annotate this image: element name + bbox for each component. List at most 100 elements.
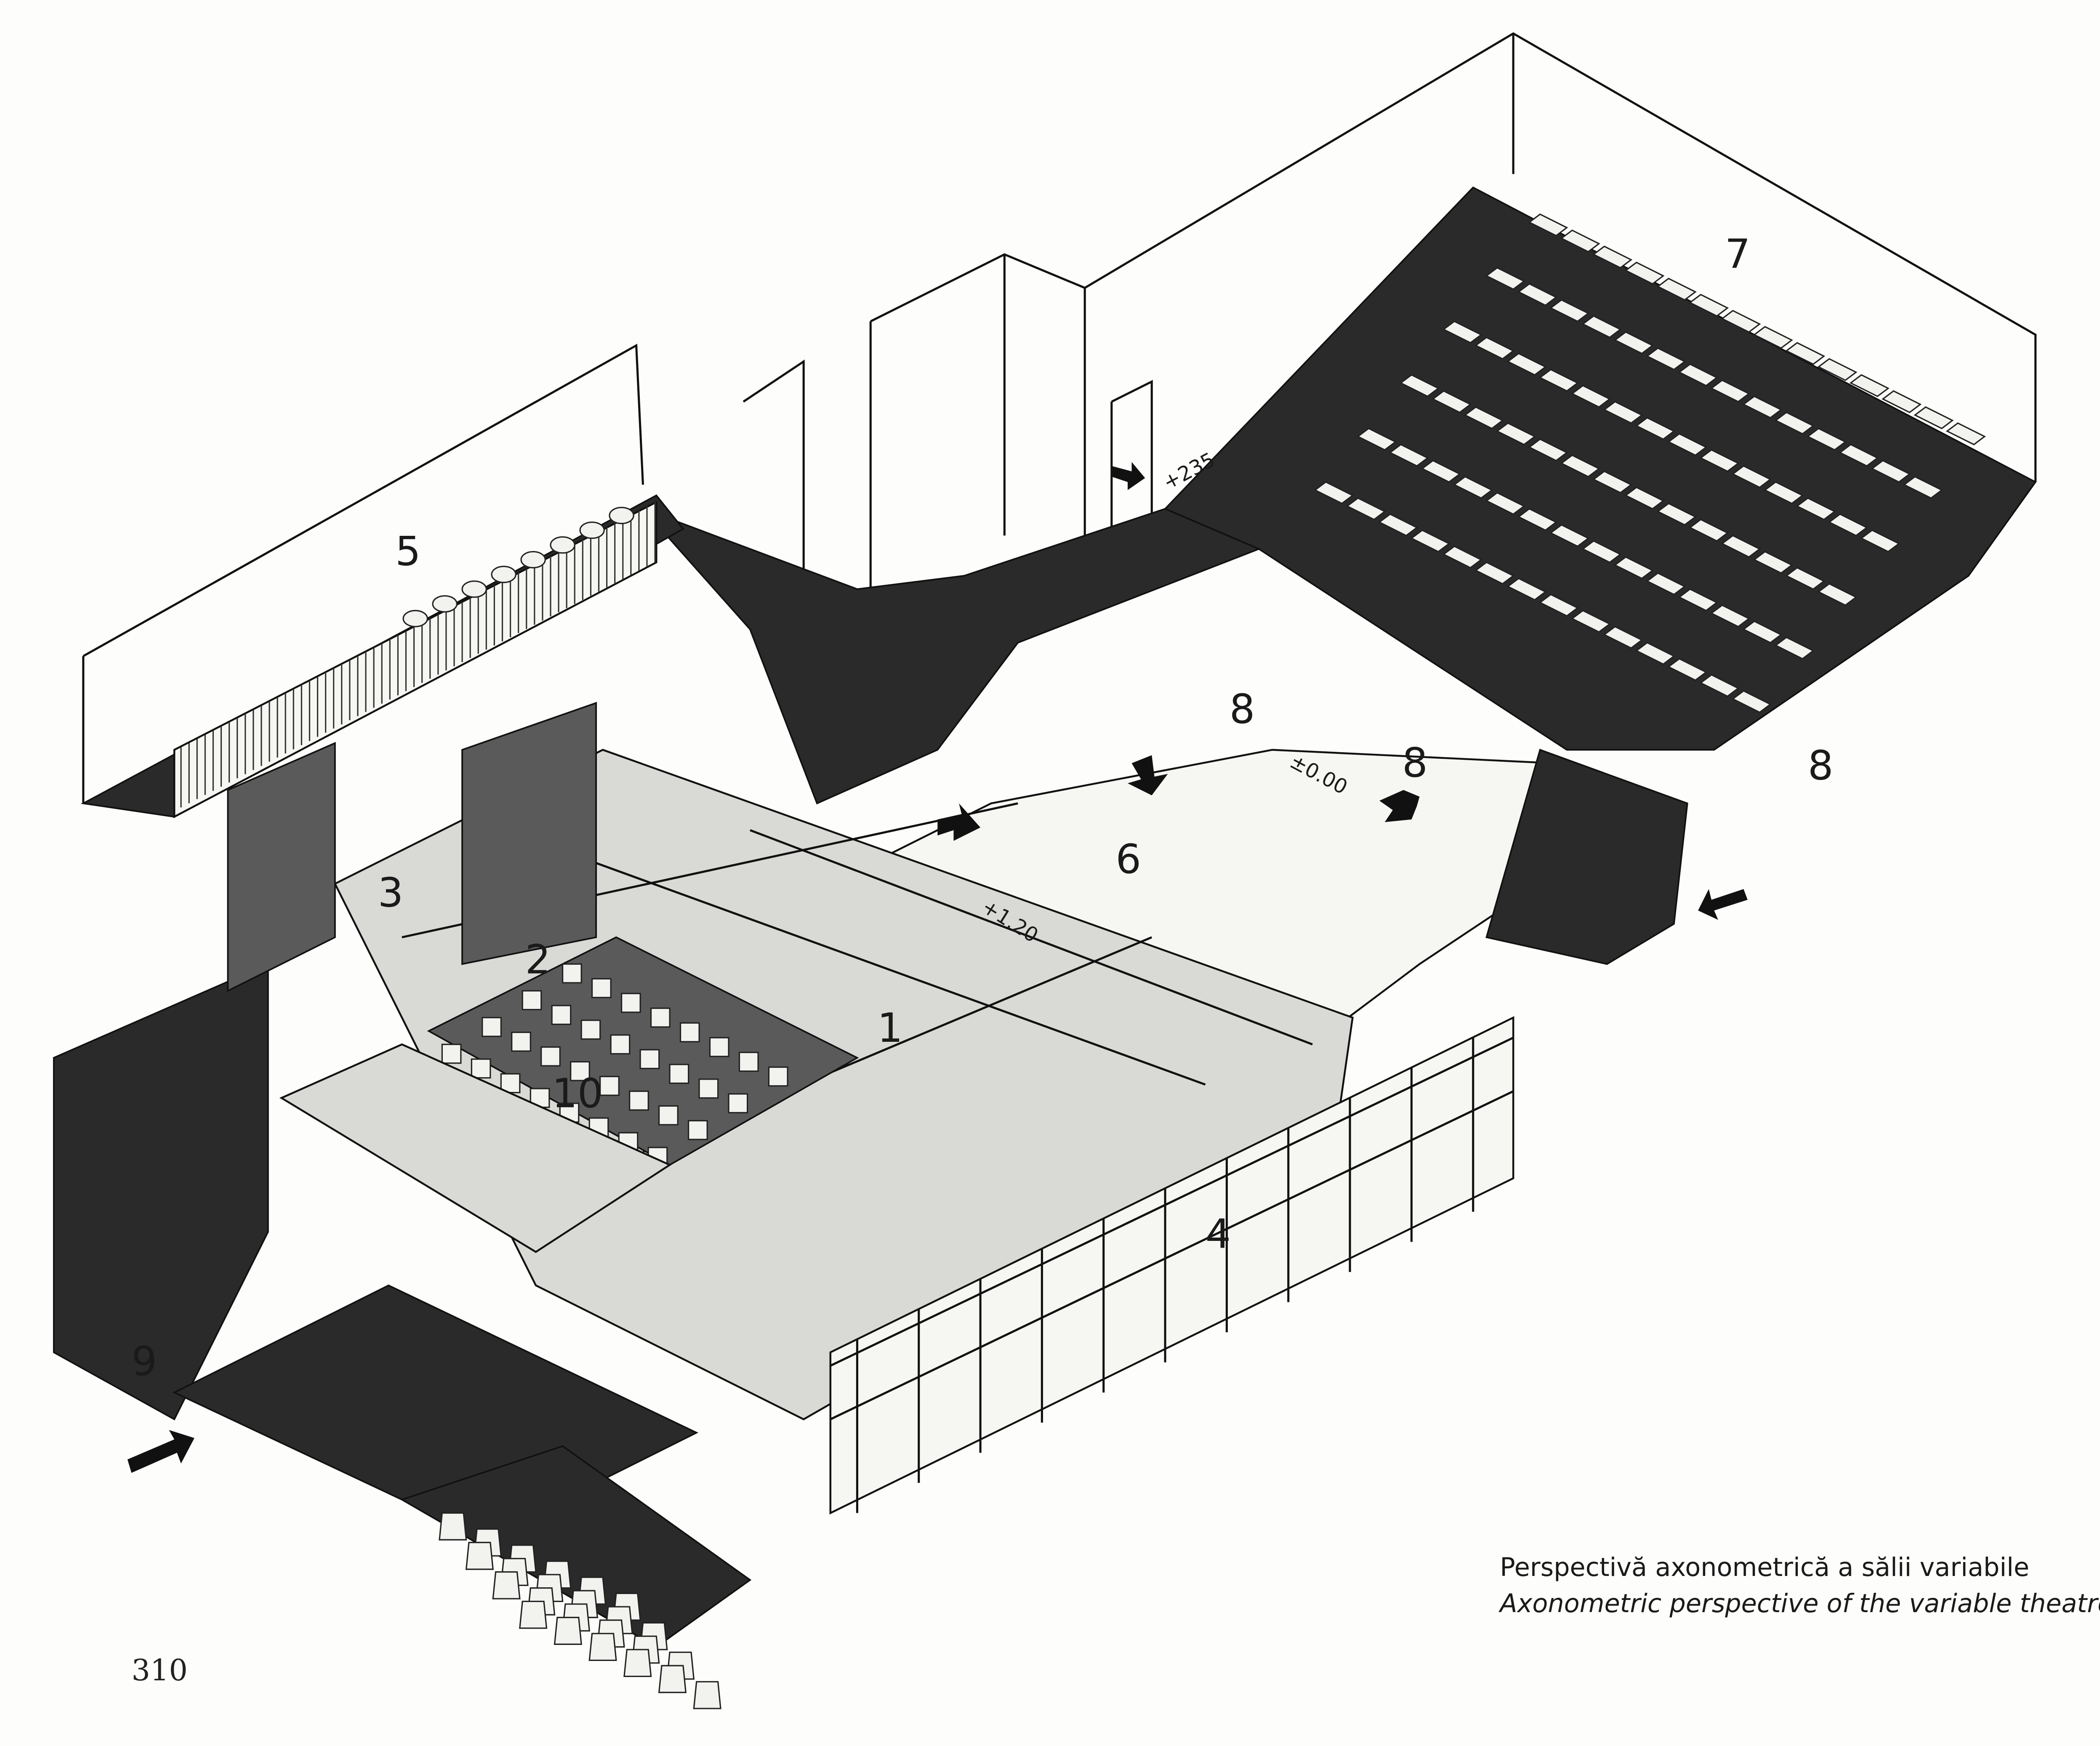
upper-tiered-seating-7	[1163, 186, 2037, 751]
seat	[768, 1066, 788, 1087]
seat	[1496, 422, 1536, 445]
seat	[1517, 508, 1557, 531]
lower-entrance-9	[53, 963, 752, 1709]
seat	[1378, 513, 1419, 537]
label-6: 6	[1115, 836, 1141, 883]
seat	[1432, 390, 1472, 413]
seat	[1860, 529, 1900, 553]
label-3: 3	[378, 869, 404, 916]
seat	[522, 990, 542, 1011]
seat	[738, 1051, 759, 1072]
seat	[599, 1075, 620, 1096]
seat	[1646, 572, 1686, 596]
seat	[1442, 320, 1483, 344]
seat	[491, 565, 516, 583]
label-10: 10	[552, 1070, 603, 1117]
gallery-walkway	[642, 508, 1261, 805]
seat	[1581, 540, 1622, 563]
label-4: 4	[1205, 1211, 1231, 1258]
label-8c: 8	[1808, 742, 1834, 789]
seat	[540, 1046, 561, 1067]
seat	[1678, 588, 1718, 612]
seat	[1785, 342, 1826, 365]
seat	[588, 1633, 617, 1661]
seat	[1828, 513, 1868, 537]
seat	[1699, 449, 1740, 472]
seat	[1774, 636, 1815, 660]
seat	[609, 507, 634, 524]
seat	[1549, 299, 1590, 322]
seat	[1624, 261, 1665, 285]
seat	[1731, 465, 1772, 488]
seat	[1817, 583, 1858, 606]
seat	[1485, 492, 1525, 515]
seat	[402, 610, 428, 628]
seat	[551, 1005, 572, 1025]
label-7: 7	[1725, 230, 1751, 277]
seat	[461, 580, 487, 598]
seat	[1774, 411, 1815, 435]
seat	[1464, 406, 1504, 429]
seat	[1528, 438, 1568, 462]
seat	[1678, 363, 1718, 386]
caption-romanian: Perspectivă axonometrică a sălii variabi…	[1500, 1553, 2029, 1582]
label-9: 9	[131, 1338, 157, 1385]
caption: Perspectivă axonometrică a sălii variabi…	[1498, 1553, 2100, 1618]
seat	[1549, 524, 1590, 547]
seat	[1346, 497, 1386, 521]
seat	[439, 1512, 467, 1541]
arrow-icon	[1698, 889, 1748, 920]
seat	[1538, 369, 1579, 392]
seat	[1314, 481, 1354, 504]
seat	[1635, 417, 1675, 440]
seat	[1453, 476, 1493, 499]
seat	[550, 536, 575, 554]
label-8a: 8	[1230, 686, 1255, 733]
seat	[1635, 642, 1675, 665]
seat	[1613, 556, 1654, 580]
seat	[1560, 454, 1600, 478]
seat	[698, 1078, 719, 1099]
seat	[1485, 267, 1525, 290]
seat	[1753, 326, 1793, 349]
seat	[693, 1681, 721, 1709]
seat	[688, 1120, 708, 1140]
seat	[554, 1617, 582, 1645]
seat	[1656, 503, 1697, 526]
seat	[1882, 390, 1922, 413]
seat	[562, 963, 582, 984]
seat	[1528, 213, 1568, 237]
wall-outlines	[82, 32, 2037, 804]
seat	[1785, 567, 1826, 590]
seat	[1699, 674, 1740, 697]
seat	[441, 1043, 462, 1064]
seat	[1517, 283, 1557, 306]
seat	[1667, 658, 1708, 681]
seat	[728, 1093, 748, 1113]
seat	[1721, 535, 1761, 558]
seat	[1421, 460, 1461, 483]
seat	[519, 1600, 548, 1629]
seat	[1475, 336, 1515, 360]
right-staircase	[1485, 748, 1688, 965]
seat	[492, 1571, 521, 1600]
seat	[1731, 690, 1772, 713]
seat	[1688, 519, 1729, 542]
label-8b: 8	[1402, 739, 1428, 786]
balcony-5	[80, 494, 684, 819]
seat	[629, 1090, 649, 1111]
side-gallery-4	[829, 1016, 1514, 1515]
label-2: 2	[525, 936, 551, 983]
seat	[1357, 428, 1397, 451]
seat	[1506, 352, 1547, 376]
arrow-icon	[1127, 755, 1168, 796]
seat	[1796, 497, 1836, 521]
seat	[669, 1064, 689, 1084]
seat	[1764, 481, 1804, 504]
seat	[1538, 594, 1579, 617]
seat	[1806, 428, 1847, 451]
seat	[1592, 470, 1633, 494]
seat	[570, 1061, 590, 1081]
seat	[650, 1007, 671, 1028]
